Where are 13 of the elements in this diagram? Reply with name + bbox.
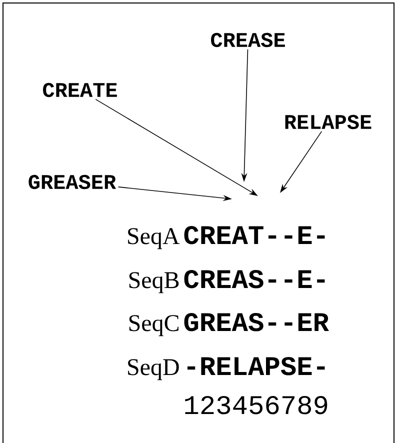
sequence-name: SeqC bbox=[129, 315, 178, 336]
position-numbers: 123456789 bbox=[185, 396, 328, 414]
word-label: RELAPSE bbox=[285, 114, 372, 130]
sequence-name: SeqA bbox=[128, 228, 180, 250]
sequence-name: SeqB bbox=[129, 272, 179, 294]
sequence-name: SeqD bbox=[128, 359, 179, 380]
sequence-text: CREAT--E- bbox=[184, 226, 325, 244]
word-label: CREATE bbox=[43, 82, 117, 98]
word-label: CREASE bbox=[211, 32, 285, 48]
sequence-text: -RELAPSE- bbox=[187, 356, 325, 376]
word-label: GREASER bbox=[28, 174, 116, 190]
sequence-text: CREAS--E- bbox=[184, 270, 325, 288]
sequence-text: GREAS--ER bbox=[184, 312, 329, 332]
